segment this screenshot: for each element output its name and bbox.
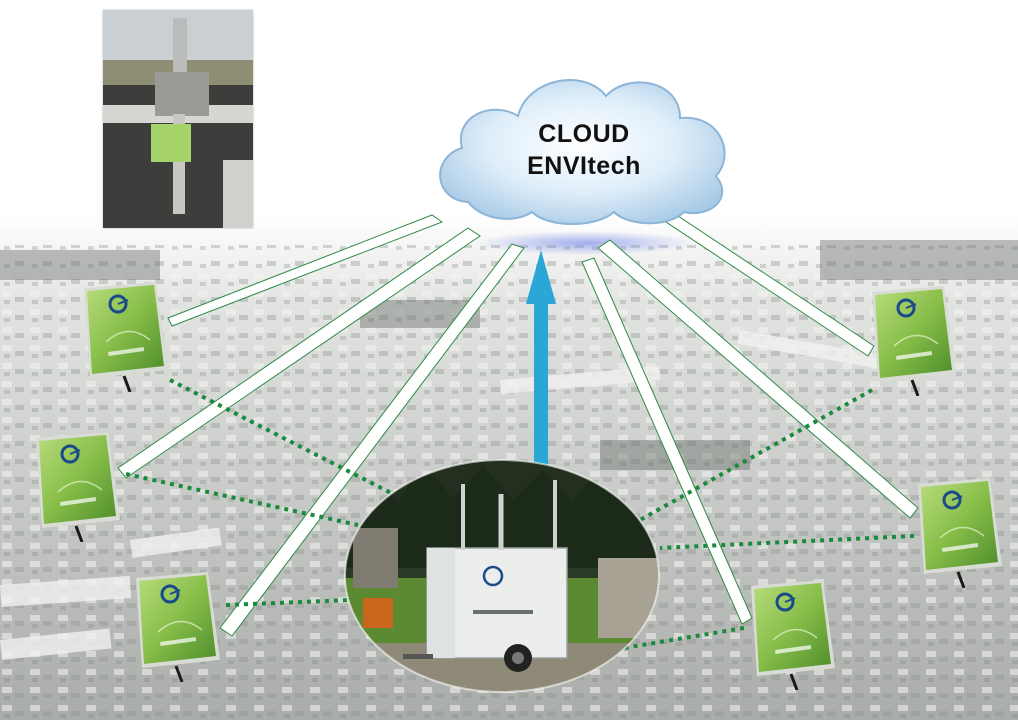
uplink-arrow-left-2 — [117, 227, 481, 479]
cloud-glow — [475, 231, 695, 255]
wireless-link-5 — [659, 534, 915, 550]
sensor-node-left-2 — [34, 432, 120, 542]
uplink-arrow-left-3 — [219, 243, 525, 637]
wireless-link-6 — [611, 626, 745, 652]
wireless-link-1 — [169, 378, 396, 497]
wireless-link-2 — [125, 472, 359, 527]
uplink-arrow-right-3 — [581, 257, 753, 625]
sensor-node-left-1 — [82, 282, 168, 392]
monitoring-station-photo — [343, 458, 661, 694]
sensor-node-right-2 — [916, 478, 1002, 588]
uplink-arrow-right-2 — [597, 239, 919, 519]
sensor-node-right-1 — [870, 286, 956, 396]
uplink-arrow-left-1 — [167, 214, 444, 327]
central-uplink-arrow — [526, 250, 556, 466]
wireless-link-3 — [225, 598, 351, 607]
sensor-node-left-3 — [134, 572, 220, 682]
rooftop-sensor-photo — [103, 10, 253, 228]
sensor-node-right-3 — [749, 580, 835, 690]
cloud-node: CLOUD ENVItech — [428, 62, 740, 234]
cloud-title: CLOUD — [538, 120, 630, 148]
cloud-icon — [439, 79, 726, 225]
cloud-subtitle: ENVItech — [527, 152, 641, 180]
